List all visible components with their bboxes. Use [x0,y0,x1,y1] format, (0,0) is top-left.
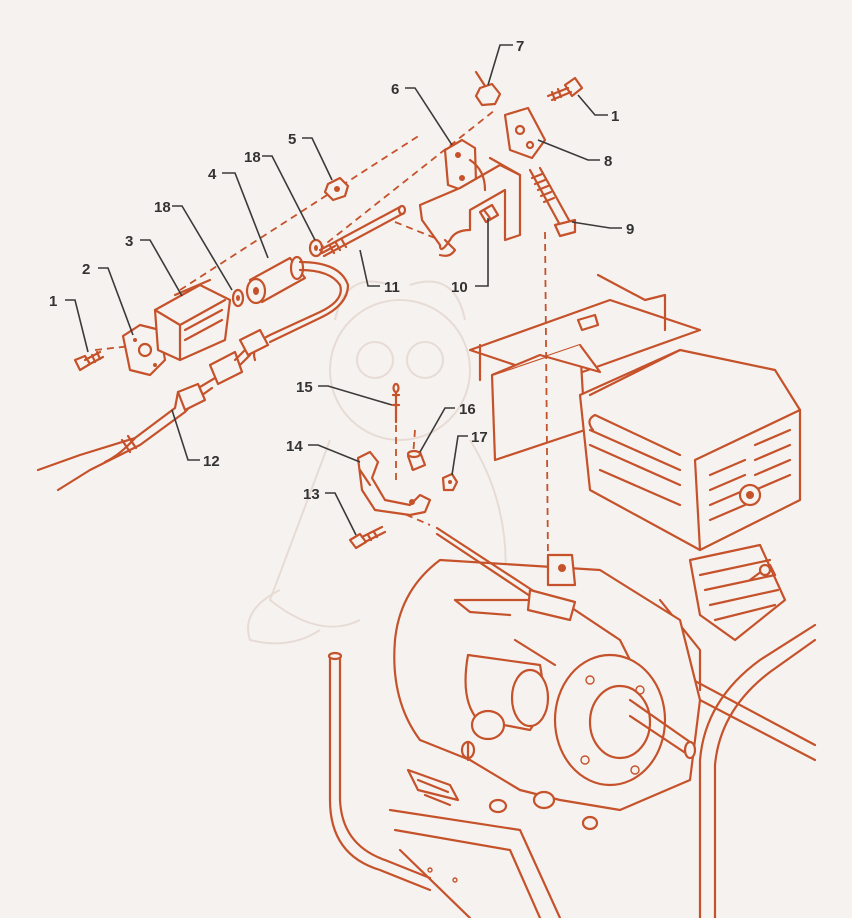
part-12-wire-harness [36,376,217,492]
part-16-bushing [406,449,427,472]
callout-4: 4 [208,166,217,183]
callout-3: 3 [125,233,133,250]
callout-14: 14 [286,438,303,455]
callout-labels: 1 2 3 4 18 18 5 6 7 1 8 9 10 11 12 15 16… [49,38,634,503]
part-18-washer-b [308,238,324,258]
part-10-screw [478,203,500,224]
callout-18-upper: 18 [244,149,261,166]
callout-12: 12 [203,453,220,470]
callout-9: 9 [626,221,634,238]
callout-1-top: 1 [611,108,619,125]
part-3-solenoid-body [153,278,232,362]
part-2-mounting-plate [121,323,167,377]
callout-8: 8 [604,153,612,170]
part-4-plunger [245,255,350,362]
part-9-bolt [528,166,577,238]
callout-18-lower: 18 [154,199,171,216]
callout-16: 16 [459,401,476,418]
part-5-nut [323,176,350,202]
part-7-nut [474,70,502,107]
part-1-bolt-top [546,76,584,102]
part-15-pin [391,382,401,424]
part-18-washer-a [231,288,245,308]
callout-1-left: 1 [49,293,57,310]
wire-connector [208,328,270,386]
callout-2: 2 [82,261,90,278]
callout-5: 5 [288,131,296,148]
callout-11: 11 [384,279,400,296]
flywheel [553,653,697,787]
callout-13: 13 [303,486,320,503]
part-14-lever [356,450,432,517]
part-11-rod [318,204,407,258]
part-1-screw-left [73,350,105,372]
part-17-nut [441,472,459,492]
callout-15: 15 [296,379,313,396]
engine-assembly [327,273,817,918]
callout-17: 17 [471,429,488,446]
shroud-vents [708,428,792,522]
callout-7: 7 [516,38,524,55]
part-8-plate [503,106,547,160]
watermark-mascot [247,280,507,645]
callout-10: 10 [451,279,468,296]
part-6-bracket [418,138,522,257]
callout-leaders [65,44,622,536]
part-13-screw [348,525,387,550]
callout-6: 6 [391,81,399,98]
